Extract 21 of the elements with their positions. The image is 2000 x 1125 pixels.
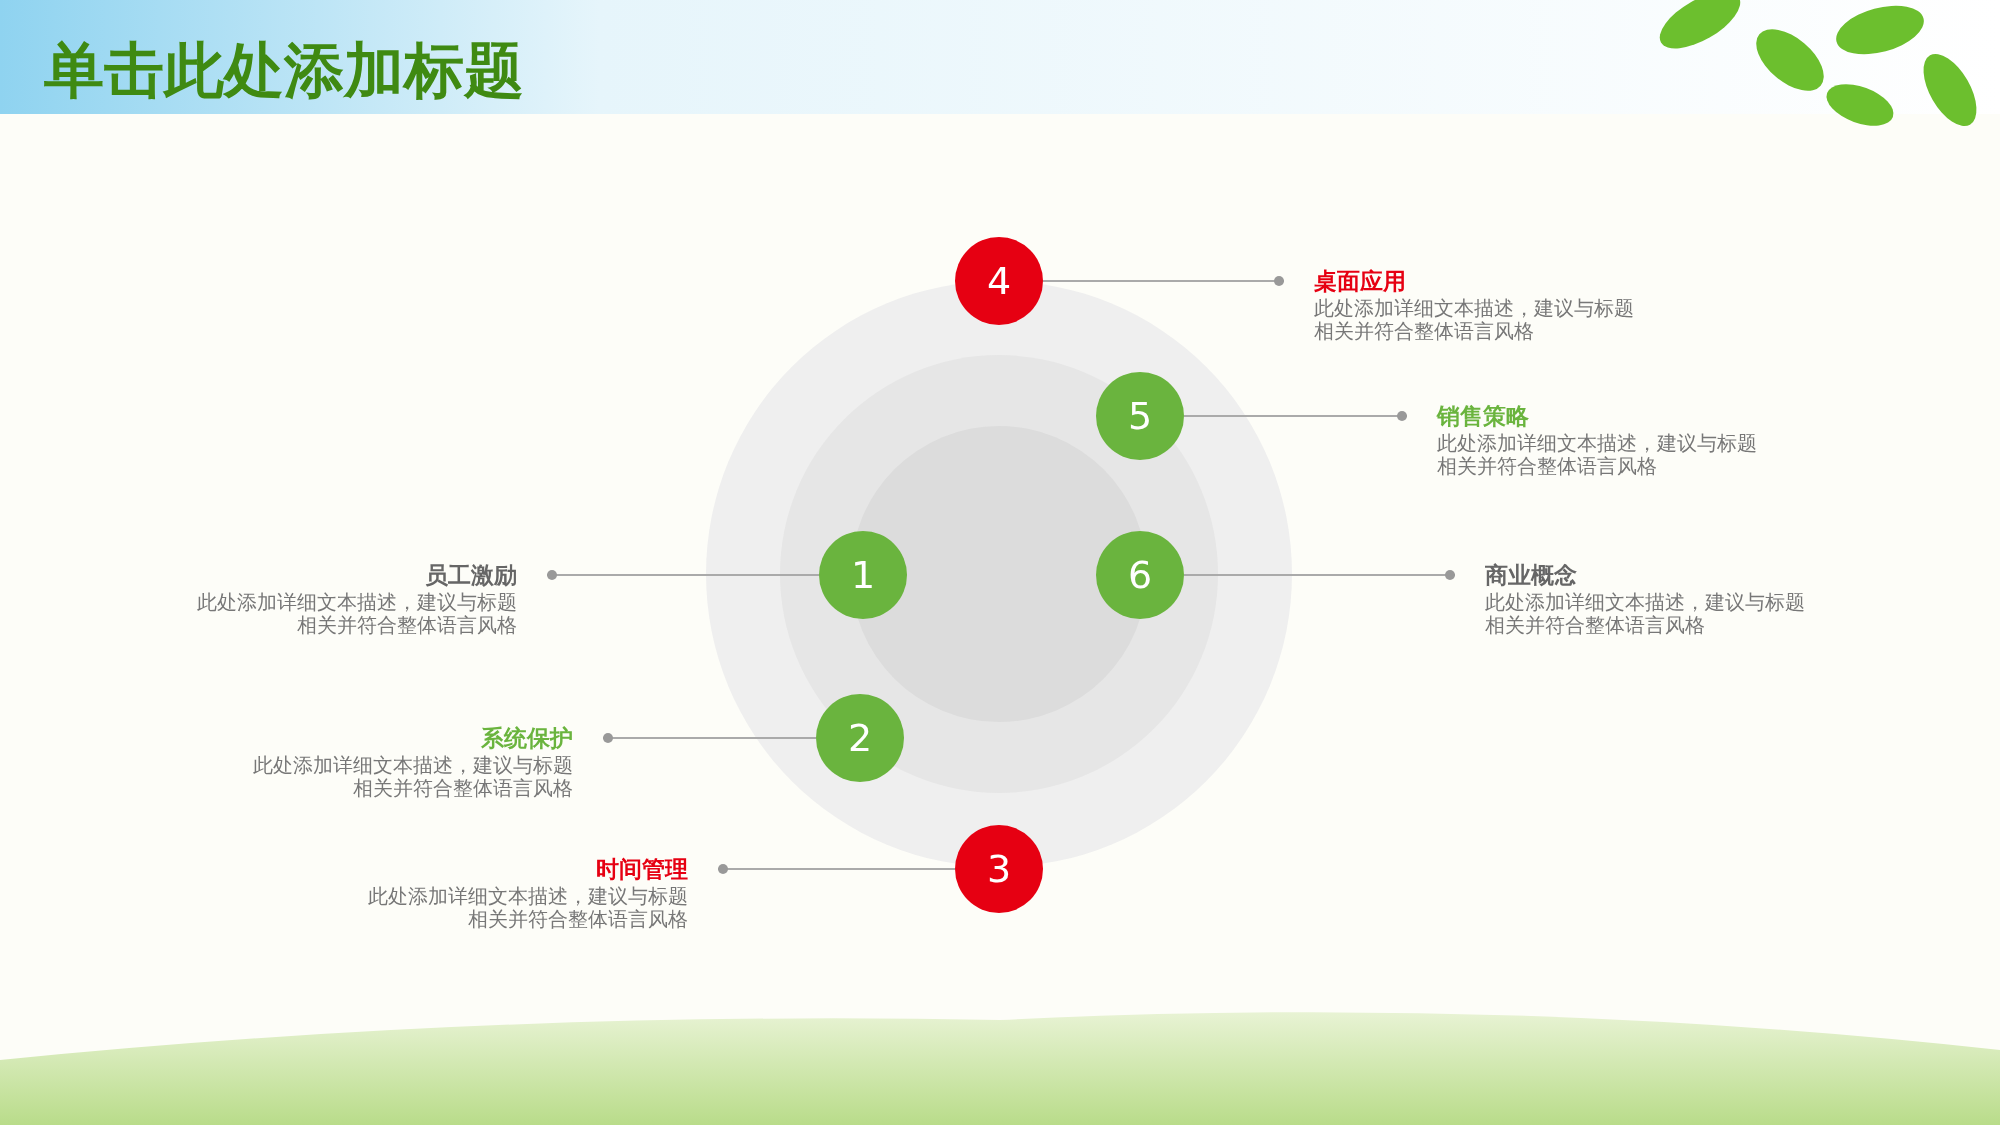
number-circle: 4 [955,237,1043,325]
item-heading: 系统保护 [480,724,573,753]
item-description: 此处添加详细文本描述，建议与标题相关并符合整体语言风格 [1485,591,1806,637]
item-heading: 销售策略 [1437,402,1530,431]
item-heading: 员工激励 [424,561,517,590]
item-description: 此处添加详细文本描述，建议与标题相关并符合整体语言风格 [367,885,688,931]
item-description: 此处添加详细文本描述，建议与标题相关并符合整体语言风格 [1314,297,1635,343]
leader-line [546,570,820,580]
leader-line [1183,570,1456,580]
item-heading: 时间管理 [595,855,688,884]
leader-line [602,733,817,743]
item-heading: 桌面应用 [1314,267,1407,296]
leader-line [1042,276,1285,286]
item-description: 此处添加详细文本描述，建议与标题相关并符合整体语言风格 [196,591,517,637]
leader-line [717,864,956,874]
slide-title: 单击此处添加标题 [44,34,524,107]
leader-line [1183,411,1408,421]
number-circle: 3 [955,825,1043,913]
item-description: 此处添加详细文本描述，建议与标题相关并符合整体语言风格 [1437,432,1758,478]
item-description: 此处添加详细文本描述，建议与标题相关并符合整体语言风格 [252,754,573,800]
item-heading: 商业概念 [1485,561,1578,590]
